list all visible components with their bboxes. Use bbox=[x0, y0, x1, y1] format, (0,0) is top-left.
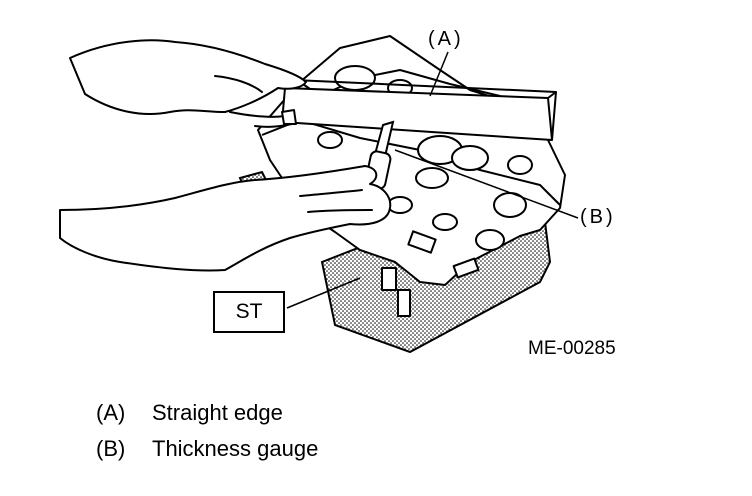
upper-hand bbox=[69, 39, 307, 128]
leader-line-st bbox=[286, 277, 361, 309]
leader-lines bbox=[286, 51, 579, 309]
legend-description-a: Straight edge bbox=[152, 400, 283, 425]
legend-row-a: (A) Straight edge bbox=[96, 400, 283, 426]
figure-code: ME-00285 bbox=[528, 338, 616, 359]
special-tool-label: ST bbox=[213, 291, 285, 333]
lower-hand bbox=[59, 165, 392, 272]
callout-b-label: (B) bbox=[580, 206, 616, 228]
callout-a-label: (A) bbox=[428, 28, 464, 50]
legend-description-b: Thickness gauge bbox=[152, 436, 319, 461]
legend-key-b: (B) bbox=[96, 436, 126, 461]
legend-row-b: (B) Thickness gauge bbox=[96, 436, 318, 462]
leader-line-b bbox=[394, 149, 579, 219]
cylinder-head-flatness-illustration bbox=[59, 35, 579, 354]
legend-key-a: (A) bbox=[96, 400, 126, 425]
leader-line-a bbox=[429, 51, 449, 97]
